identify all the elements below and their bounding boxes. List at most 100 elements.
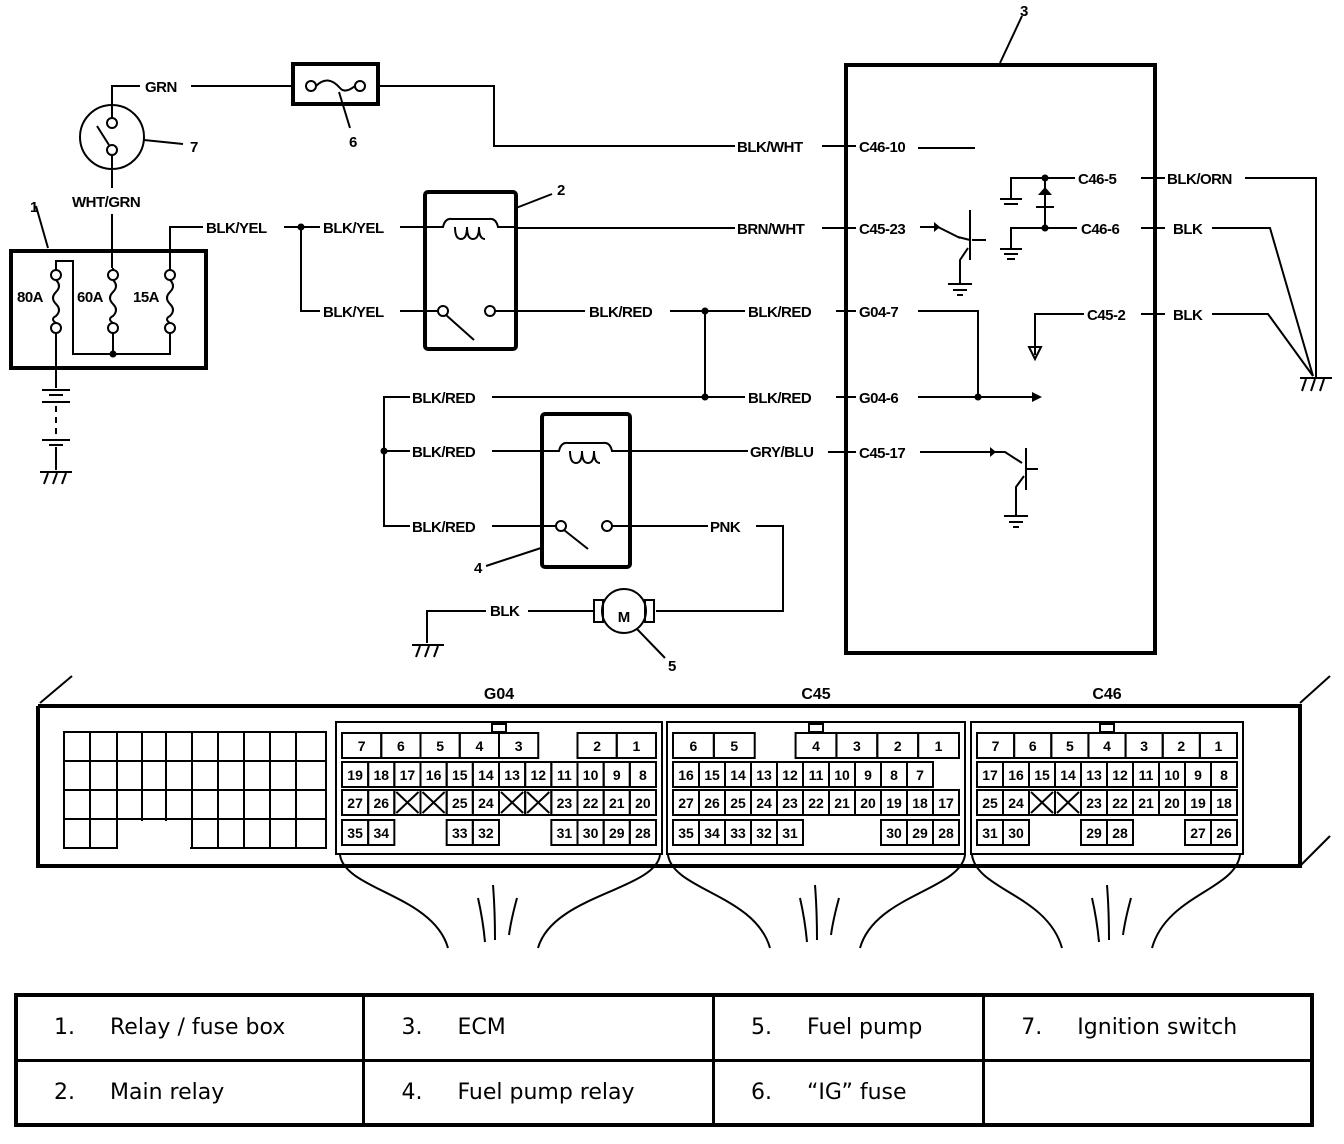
connector-name: G04	[484, 686, 514, 703]
pin-number: 23	[782, 795, 798, 811]
harness-wire	[1091, 897, 1100, 943]
wire-label-blk-b: BLK	[1173, 307, 1203, 324]
pin-cell	[628, 819, 657, 846]
pin-cell	[498, 732, 540, 759]
harness-wire	[477, 897, 486, 943]
pin-number: 18	[912, 795, 928, 811]
callout-6: 6	[349, 134, 357, 151]
pin-blocked-mark	[1056, 791, 1080, 814]
main-relay: 2 BRN/WHT BLK/RED BLK/RED	[423, 182, 812, 397]
ecm-ground-wires: BLK/ORN BLK BLK	[1167, 171, 1332, 392]
pin-cell	[712, 732, 756, 759]
pin-number: 22	[808, 795, 824, 811]
pin-number: 17	[938, 795, 954, 811]
connector-latch	[808, 723, 824, 733]
pin-cell	[1002, 819, 1030, 846]
pin-number: 19	[1190, 795, 1206, 811]
pin-number: 32	[756, 825, 772, 841]
pin-number: 5	[436, 738, 444, 754]
pin-cell	[367, 819, 396, 846]
harness-wire	[799, 897, 808, 943]
pin-number: 28	[938, 825, 954, 841]
pin-number: 15	[452, 767, 468, 783]
pin-number: 13	[504, 767, 520, 783]
wire-label-blk-red-3: BLK/RED	[412, 390, 476, 407]
pin-number: 16	[1008, 767, 1024, 783]
fuel-pump-relay: 4 GRY/BLU PNK	[474, 412, 814, 612]
grid-gap	[118, 821, 190, 854]
ecm-terminal-g04-6: G04-6	[859, 390, 898, 407]
pin-number: 20	[1164, 795, 1180, 811]
callout-1: 1	[30, 199, 38, 216]
legend-item: 1.Relay / fuse box	[14, 993, 366, 1062]
pin-number: 26	[1216, 825, 1232, 841]
battery-icon	[42, 368, 70, 470]
pin-number: 30	[583, 825, 599, 841]
callout-2: 2	[557, 182, 565, 199]
pin-number: 21	[834, 795, 850, 811]
blk-red-bus: BLK/RED BLK/RED BLK/RED BLK/RED	[380, 390, 812, 536]
pin-number: 25	[730, 795, 746, 811]
blk-yel-splice: BLK/YEL BLK/YEL	[284, 220, 426, 321]
pin-cell	[917, 732, 961, 759]
harness-wire	[971, 854, 1063, 949]
legend-row: 1.Relay / fuse box 3.ECM 5.Fuel pump 7.I…	[14, 993, 1314, 1062]
pin-number: 26	[704, 795, 720, 811]
pin-cell	[471, 819, 501, 846]
wire-label-blk-wht: BLK/WHT	[737, 139, 803, 156]
pin-number: 2	[1177, 738, 1185, 754]
pin-number: 14	[478, 767, 494, 783]
wiring-diagram: 7 GRN WHT/GRN 6 BLK/WHT 1 80A 60A	[9, 3, 1332, 949]
ecm-terminal-c45-23: C45-23	[859, 221, 905, 238]
pin-number: 31	[982, 825, 998, 841]
pin-number: 9	[1194, 767, 1202, 783]
legend-table: 1.Relay / fuse box 3.ECM 5.Fuel pump 7.I…	[14, 993, 1314, 1127]
pin-number: 25	[452, 795, 468, 811]
ecm-terminal-c45-17: C45-17	[859, 445, 905, 462]
wire-label-pnk: PNK	[710, 519, 741, 536]
connector-frame	[335, 721, 663, 855]
pin-number: 10	[834, 767, 850, 783]
fuel-pump-motor: M 5 BLK	[412, 588, 676, 675]
pin-number: 19	[347, 767, 363, 783]
pin-number: 21	[1138, 795, 1154, 811]
pin-cell	[932, 789, 960, 816]
pin-number: 24	[756, 795, 772, 811]
pin-number: 24	[478, 795, 494, 811]
pin-cell	[1198, 732, 1239, 759]
pin-number: 22	[1112, 795, 1128, 811]
ecm-terminal-c46-5: C46-5	[1078, 171, 1117, 188]
pin-number: 2	[593, 738, 601, 754]
wire-label-blk-a: BLK	[1173, 221, 1203, 238]
pin-number: 12	[782, 767, 798, 783]
ecm-terminal-c46-6: C46-6	[1081, 221, 1120, 238]
pin-number: 12	[530, 767, 546, 783]
pin-number: 8	[1220, 767, 1228, 783]
connector-latch	[1099, 723, 1115, 733]
pin-number: 27	[347, 795, 363, 811]
blank-pin-grid	[63, 731, 327, 854]
pin-number: 5	[1066, 738, 1074, 754]
connector-name: C46	[1092, 686, 1121, 703]
pin-number: 8	[639, 767, 647, 783]
pin-number: 1	[632, 738, 640, 754]
legend-item	[982, 1058, 1314, 1127]
motor-symbol: M	[618, 609, 631, 626]
pin-number: 35	[678, 825, 694, 841]
pin-number: 13	[756, 767, 772, 783]
legend-item: 2.Main relay	[14, 1058, 366, 1127]
callout-3: 3	[1020, 3, 1028, 20]
pin-cell	[906, 761, 934, 788]
pin-number: 4	[812, 738, 820, 754]
harness-wire	[830, 897, 840, 936]
pin-number: 9	[864, 767, 872, 783]
pin-number: 23	[557, 795, 573, 811]
pin-number: 16	[678, 767, 694, 783]
pin-number: 25	[982, 795, 998, 811]
harness-wire	[1151, 854, 1241, 949]
connector-name: C45	[801, 686, 830, 703]
